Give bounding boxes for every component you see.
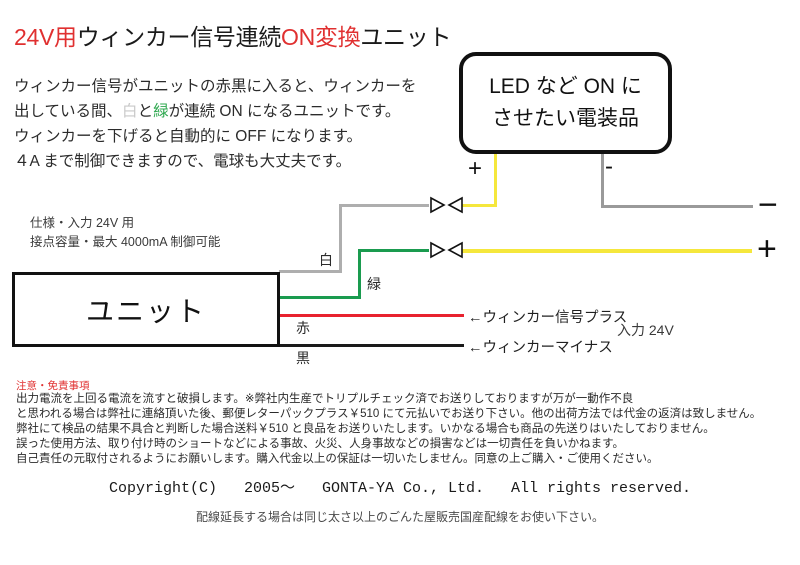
wire-green-segment-2 <box>358 249 361 299</box>
wire-black-signal <box>279 344 464 347</box>
spec-line-input: 仕様・入力 24V 用 <box>30 216 135 230</box>
wire-label-white: 白 <box>317 250 335 270</box>
disclaimer-line-2: と思われる場合は弊社に連絡頂いた後、郵便レターパックプラス￥510 にて元払いで… <box>16 408 762 420</box>
connector-green-yellow <box>428 240 466 265</box>
disclaimer-line-4: 誤った使用方法、取り付け時のショートなどによる事故、火災、人身事故などの損害など… <box>16 438 624 450</box>
wire-label-black: 黒 <box>294 348 312 368</box>
page-title: 24V用ウィンカー信号連続ON変換ユニット <box>14 26 451 49</box>
disclaimer-body: 出力電流を上回る電流を流すと破損します。※弊社内生産でトリプルチェック済でお送り… <box>16 392 761 467</box>
wire-label-red: 赤 <box>294 318 312 338</box>
wire-green-segment-3 <box>358 249 429 252</box>
led-load-line-2: させたい電装品 <box>491 107 639 130</box>
led-terminal-minus: - <box>605 153 613 180</box>
intro-line-2: 出している間、白と緑が連続 ON になるユニットです。 <box>14 99 416 124</box>
led-terminal-plus: + <box>468 155 483 182</box>
spec-line-capacity: 接点容量・最大 4000mA 制御可能 <box>30 235 221 249</box>
led-load-box-text: LED など ON に させたい電装品 <box>489 71 642 135</box>
intro-green-wire-word: 緑 <box>153 103 169 120</box>
wire-label-green: 緑 <box>365 274 383 294</box>
wire-white-segment-2 <box>339 204 342 273</box>
wire-yellow-plus-horizontal <box>462 204 497 207</box>
wire-green-segment-1 <box>279 296 361 299</box>
annotation-winker-minus: ←ウィンカーマイナス <box>468 340 613 356</box>
intro-line-2-c: が連続 ON になるユニットです。 <box>168 103 401 120</box>
footnote-text: 配線延長する場合は同じ太さ以上のごんた屋販売国産配線をお使い下さい。 <box>195 510 604 524</box>
title-part-24v: 24V用 <box>14 24 77 50</box>
disclaimer-line-5: 自己責任の元取付されるようにお願いします。購入代金以上の保証は一切いたしません。… <box>16 453 659 465</box>
unit-box-label: ユニット <box>85 295 206 327</box>
supply-terminal-minus: − <box>758 186 778 224</box>
wire-yellow-plus-vertical <box>494 153 497 207</box>
intro-paragraph: ウィンカー信号がユニットの赤黒に入ると、ウィンカーを 出している間、白と緑が連続… <box>14 74 416 174</box>
intro-white-wire-word: 白 <box>122 103 138 120</box>
intro-line-2-b: と <box>137 103 154 120</box>
led-load-box: LED など ON に させたい電装品 <box>459 52 672 154</box>
wire-yellow-supply-plus <box>462 249 752 253</box>
supply-terminal-plus: + <box>757 230 777 268</box>
title-part-on: ON変換 <box>281 24 361 50</box>
wire-gray-minus-vertical <box>601 151 604 208</box>
led-load-line-1: LED など ON に <box>489 75 642 98</box>
disclaimer-heading: 注意・免責事項 <box>16 380 90 392</box>
connector-white-yellow <box>428 195 466 220</box>
wire-white-segment-3 <box>339 204 429 207</box>
wire-red-signal <box>279 314 464 317</box>
title-part-unit: ユニット <box>360 24 452 50</box>
wire-white-segment-1 <box>279 270 342 273</box>
intro-line-1: ウィンカー信号がユニットの赤黒に入ると、ウィンカーを <box>14 78 417 95</box>
unit-box: ユニット <box>12 272 280 347</box>
intro-line-3: ウィンカーを下げると自動的に OFF になります。 <box>14 128 363 145</box>
copyright-notice: Copyright(C) 2005〜 GONTA-YA Co., Ltd. Al… <box>108 480 692 497</box>
annotation-input-24v: 入力 24V <box>617 322 674 338</box>
disclaimer-line-3: 弊社にて検品の結果不具合と判断した場合送料￥510 と良品をお送りいたします。い… <box>16 423 715 435</box>
intro-line-4: ４A まで制御できますので、電球も大丈夫です。 <box>14 153 352 170</box>
intro-line-2-a: 出している間、 <box>14 103 123 120</box>
spec-block: 仕様・入力 24V 用 接点容量・最大 4000mA 制御可能 <box>30 214 220 252</box>
annotation-winker-plus: ←ウィンカー信号プラス <box>468 310 628 326</box>
disclaimer-line-1: 出力電流を上回る電流を流すと破損します。※弊社内生産でトリプルチェック済でお送り… <box>16 393 634 405</box>
title-part-winker: ウィンカー信号連続 <box>76 24 282 50</box>
wire-gray-minus-horizontal <box>601 205 753 208</box>
